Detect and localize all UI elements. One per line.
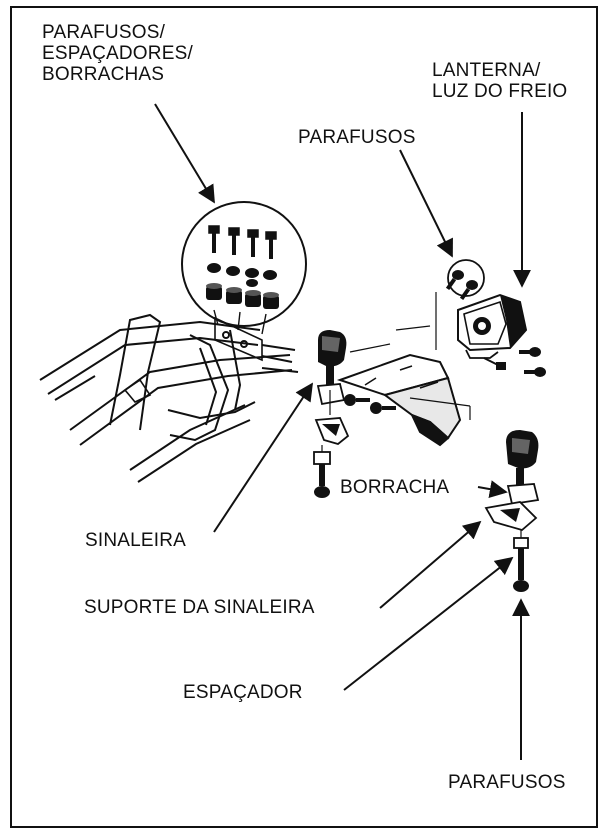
arrow-bracket	[379, 520, 482, 609]
label-spacer: ESPAÇADOR	[183, 682, 303, 703]
leader-arrows	[154, 103, 531, 760]
label-turn-signal-bracket: SUPORTE DA SINALEIRA	[84, 597, 315, 618]
arrow-rubber	[477, 480, 508, 499]
label-tail-brake-light: LANTERNA/ LUZ DO FREIO	[432, 60, 567, 102]
arrow-bolts-top	[399, 149, 453, 258]
bolt-row	[208, 225, 277, 259]
label-line: PARAFUSOS/	[42, 22, 166, 43]
hardware-detail-circle	[181, 201, 307, 335]
rear-frame	[39, 313, 299, 483]
right-turn-signal	[484, 430, 540, 592]
rubber-row	[206, 283, 279, 309]
label-line: LUZ DO FREIO	[432, 81, 568, 102]
tail-light	[457, 293, 528, 370]
label-line: LANTERNA/	[432, 60, 541, 81]
label-turn-signal: SINALEIRA	[85, 530, 187, 551]
spacer-row	[207, 263, 277, 287]
screws-detail-circle	[447, 259, 485, 297]
diagram-frame	[10, 6, 598, 828]
label-bolts-top: PARAFUSOS	[298, 127, 416, 148]
label-line: ESPAÇADORES/	[42, 43, 193, 64]
label-bolts-spacers-rubbers: PARAFUSOS/ ESPAÇADORES/ BORRACHAS	[42, 22, 193, 85]
arrow-hardware	[154, 103, 215, 204]
label-line: BORRACHAS	[42, 64, 165, 85]
label-rubber: BORRACHA	[340, 477, 450, 498]
license-bracket	[336, 292, 471, 447]
left-turn-signal	[313, 330, 350, 498]
tail-light-screws	[445, 270, 546, 377]
label-bolts-bottom: PARAFUSOS	[448, 772, 566, 793]
arrow-spacer	[343, 556, 514, 691]
arrow-turn-signal	[213, 382, 313, 533]
bracket-bolts	[344, 394, 396, 414]
